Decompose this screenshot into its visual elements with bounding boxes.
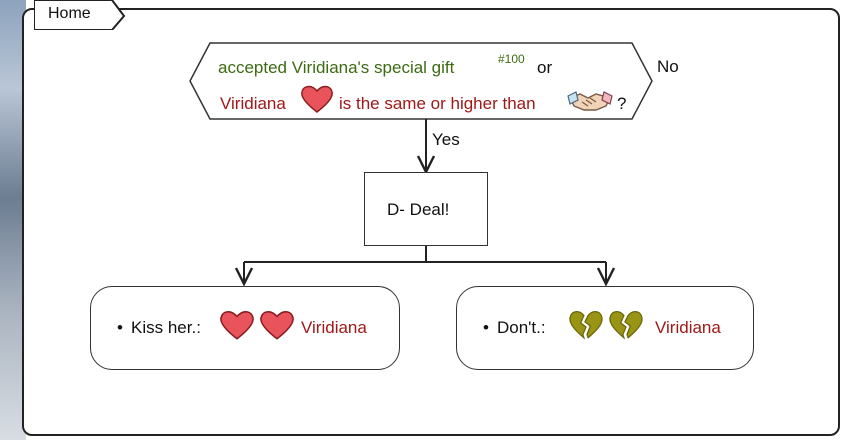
branch-right-arrowhead	[596, 267, 616, 287]
branch-left-arrowhead	[234, 267, 254, 287]
home-tab-label: Home	[48, 5, 91, 22]
option-dont-name: Viridiana	[655, 318, 721, 337]
option-kiss-label: Kiss her.:	[131, 318, 201, 337]
yes-label: Yes	[432, 130, 460, 149]
broken-heart-icon	[569, 311, 603, 340]
no-label: No	[657, 57, 679, 76]
heart-icon	[301, 85, 333, 113]
condition-question-mark: ?	[617, 94, 627, 113]
broken-heart-icon	[609, 311, 643, 340]
condition-compare: is the same or higher than	[339, 94, 536, 113]
option-box-dont: • Don't.: Viridiana	[456, 286, 754, 370]
heart-icon	[220, 311, 254, 340]
option-bullet: •	[483, 318, 489, 337]
condition-line1: accepted Viridiana's special gift	[218, 58, 455, 77]
option-bullet: •	[117, 318, 123, 337]
background-strip	[0, 0, 26, 440]
action-label: D- Deal!	[387, 200, 450, 219]
condition-or: or	[537, 58, 553, 77]
home-tab	[34, 0, 126, 30]
option-box-kiss: • Kiss her.: Viridiana	[90, 286, 400, 370]
option-kiss-name: Viridiana	[301, 318, 367, 337]
gift-footnote: #100	[498, 52, 525, 66]
action-box: D- Deal!	[364, 172, 488, 246]
condition-name: Viridiana	[220, 94, 286, 113]
handshake-icon	[567, 91, 613, 111]
option-dont-label: Don't.:	[497, 318, 546, 337]
heart-icon	[260, 311, 294, 340]
